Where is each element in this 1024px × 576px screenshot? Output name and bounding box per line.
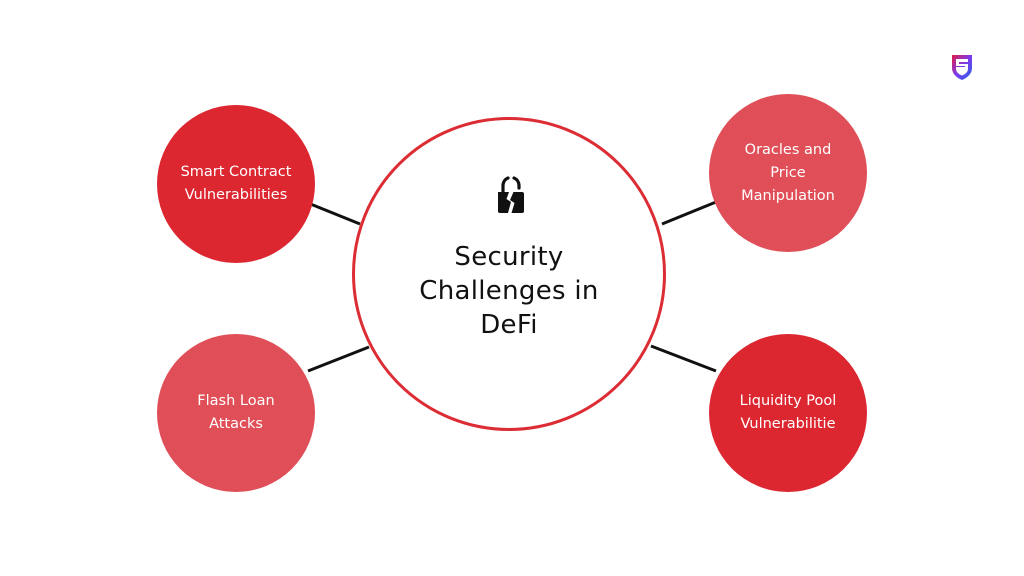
connector-bottom-left (307, 345, 370, 373)
center-circle: Security Challenges in DeFi (352, 117, 666, 431)
node-smart-contract-vulnerabilities: Smart Contract Vulnerabilities (157, 105, 315, 263)
brand-shield-logo-icon (942, 46, 982, 86)
connector-top-right (661, 200, 717, 226)
node-label-line: Flash Loan (197, 393, 275, 409)
broken-lock-icon (498, 176, 524, 213)
node-label-line: Vulnerabilities (184, 187, 288, 203)
node-label-line: Attacks (209, 416, 263, 432)
node-flash-loan-attacks: Flash Loan Attacks (157, 334, 315, 492)
node-label: Oracles and Price Manipulation (741, 139, 835, 208)
node-label-line: Manipulation (741, 187, 835, 204)
connector-bottom-right (650, 344, 717, 373)
connector-top-left (307, 201, 361, 226)
node-label-line: Vulnerabilitie (740, 416, 836, 432)
center-title-line: Challenges in (419, 276, 599, 306)
node-label-line: Liquidity Pool (739, 393, 837, 409)
center-title: Security Challenges in DeFi (395, 240, 623, 342)
center-title-line: DeFi (480, 310, 538, 340)
node-label: Flash Loan Attacks (197, 390, 274, 436)
node-label-line: Oracles and (744, 141, 832, 158)
node-label-line: Smart Contract (180, 164, 292, 180)
node-label: Liquidity Pool Vulnerabilitie (740, 390, 837, 436)
node-label-line: Price (770, 164, 806, 181)
center-title-line: Security (454, 242, 564, 272)
node-liquidity-pool-vulnerabilities: Liquidity Pool Vulnerabilitie (709, 334, 867, 492)
node-oracles-and-price-manipulation: Oracles and Price Manipulation (709, 94, 867, 252)
node-label: Smart Contract Vulnerabilities (181, 161, 292, 207)
